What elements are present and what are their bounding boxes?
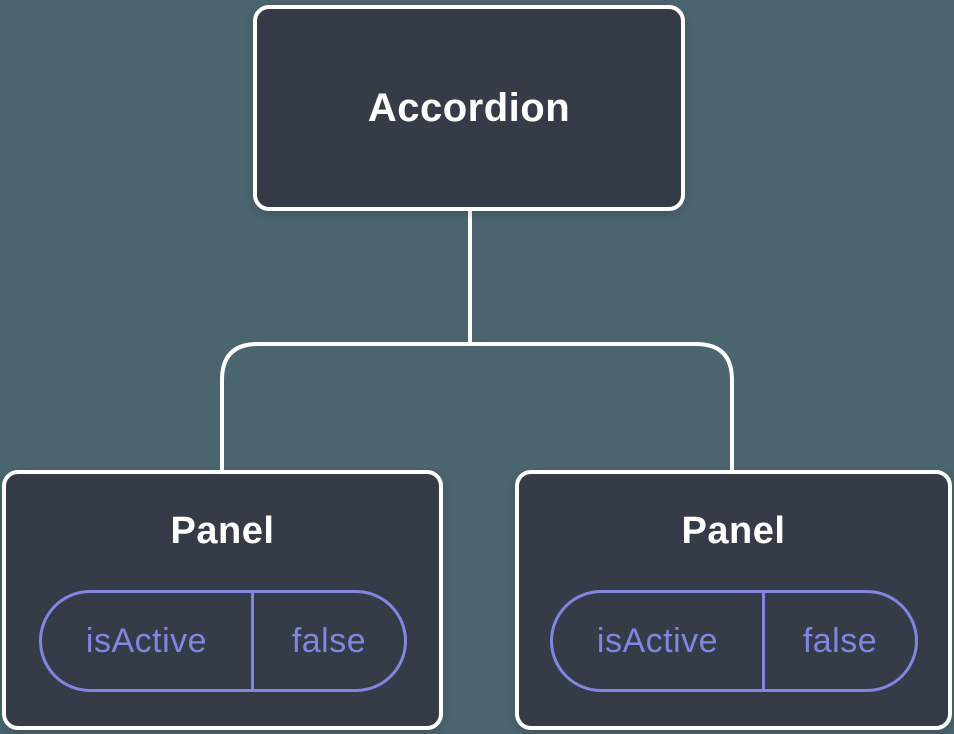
state-pill: isActive false	[38, 590, 407, 692]
state-name: isActive	[596, 621, 719, 660]
state-value: false	[251, 593, 403, 689]
panel-node-label: Panel	[170, 510, 275, 552]
panel-node-left: Panel isActive false	[2, 470, 443, 730]
state-pill: isActive false	[549, 590, 918, 692]
accordion-node-label: Accordion	[367, 85, 571, 130]
state-value: false	[762, 593, 914, 689]
branch-connector-line	[220, 342, 734, 474]
accordion-node: Accordion	[253, 5, 685, 211]
panel-node-right: Panel isActive false	[515, 470, 952, 730]
panel-node-label: Panel	[681, 510, 786, 552]
state-name: isActive	[85, 621, 208, 660]
